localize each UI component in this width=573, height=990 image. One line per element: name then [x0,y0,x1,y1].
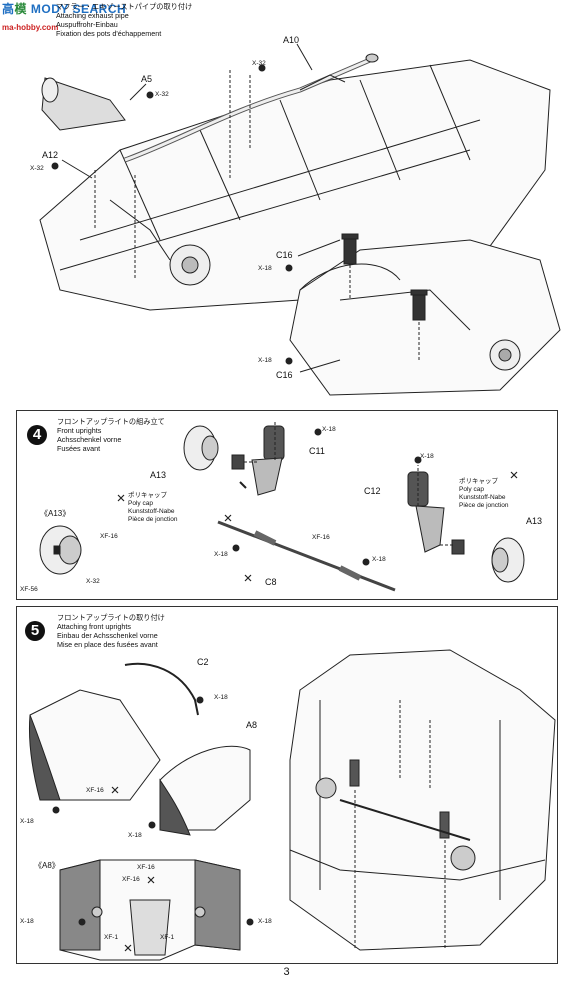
label-a13-left: A13 [150,470,167,480]
step3-title-de: Auspuffrohr-Einbau [56,20,118,29]
paint-xf1-right: XF-1 [160,934,175,941]
polycap-note-right: ポリキャップ Poly cap Kunststoff-Nabe Pièce de… [459,478,509,510]
label-c12: C12 [364,486,381,496]
step3-title: マフラー・エキゾーストパイプの取り付け Attaching exhaust pi… [56,2,192,38]
paint-xf16-tierod: XF-16 [312,534,330,541]
screw-x18-c12: X-18 [420,453,434,460]
watermark-site: ma-hobby.com [2,23,59,32]
screw-x32-a5: X-32 [155,91,169,98]
screw-x18-fender-right: X-18 [128,832,142,839]
label-a10: A10 [283,35,300,45]
label-a13-right: A13 [526,516,543,526]
paint-xf1-left: XF-1 [104,934,119,941]
screw-x18-inset-left: X-18 [20,918,34,925]
step4-title-jp: フロントアップライトの組み立て [57,417,165,426]
label-a13-inset: 《A13》 [40,509,71,518]
screw-x18-c16-upper: X-18 [258,265,272,272]
polycap-de: Kunststoff-Nabe [459,494,506,501]
step5-title-fr: Mise en place des fusées avant [57,640,158,649]
screw-x32-a13: X-32 [86,578,100,585]
polycap-jp: ポリキャップ [128,492,167,499]
paint-xf16-inset: XF-16 [122,876,140,883]
step5-title-en: Attaching front uprights [57,622,131,631]
polycap-jp: ポリキャップ [459,478,498,485]
step5-title-de: Einbau der Achsschenkel vorne [57,631,158,640]
paint-xf16-fender: XF-16 [86,787,104,794]
screw-x18-c2: X-18 [214,694,228,701]
label-a5: A5 [141,74,153,84]
screw-x32-top: X-32 [252,60,266,67]
step4-title: フロントアップライトの組み立て Front uprights Achsschen… [57,417,165,453]
label-a8-inset: 《A8》 [34,861,60,870]
polycap-note-left: ポリキャップ Poly cap Kunststoff-Nabe Pièce de… [128,492,178,524]
screw-x18-inset-right: X-18 [258,918,272,925]
step3-title-en: Attaching exhaust pipe [56,11,129,20]
step4-title-fr: Fusées avant [57,444,101,453]
screw-x18-c11: X-18 [322,426,336,433]
paint-xf16-inset-top: XF-16 [137,864,155,871]
paint-xf16-a13: XF-16 [100,533,118,540]
label-c16-upper: C16 [276,250,293,260]
step4-box: 4 フロントアップライトの組み立て Front uprights Achssch… [16,410,558,600]
screw-x32-a12: X-32 [30,165,44,172]
screw-x18-tierod-right: X-18 [372,556,386,563]
step3-title-fr: Fixation des pots d'échappement [56,29,162,38]
watermark-prefix: 高 [2,2,15,16]
step5-title-jp: フロントアップライトの取り付け [57,613,165,622]
step4-title-de: Achsschenkel vorne [57,435,122,444]
step4-title-en: Front uprights [57,426,102,435]
polycap-en: Poly cap [459,486,484,493]
polycap-fr: Pièce de jonction [128,516,178,523]
label-a12: A12 [42,150,59,160]
screw-x18-fender-left: X-18 [20,818,34,825]
page-number: 3 [283,966,290,978]
label-c16-lower: C16 [276,370,293,380]
watermark: 高模 MODY SEARCH [2,0,126,17]
screw-x18-tierod-left: X-18 [214,551,228,558]
watermark-text: MODY SEARCH [30,2,127,16]
label-c11: C11 [309,446,325,456]
polycap-de: Kunststoff-Nabe [128,508,175,515]
label-a8: A8 [246,720,258,730]
polycap-en: Poly cap [128,500,153,507]
label-c2: C2 [197,657,209,667]
step4-illustration [39,420,525,592]
step3-title-jp: マフラー・エキゾーストパイプの取り付け [56,2,193,11]
label-c8: C8 [265,577,277,587]
step4-number: 4 [27,425,47,445]
polycap-fr: Pièce de jonction [459,502,509,509]
step5-number: 5 [25,621,45,641]
paint-xf56: XF-56 [20,586,38,593]
step3-illustration [39,43,561,396]
step5-title: フロントアップライトの取り付け Attaching front uprights… [57,613,165,649]
watermark-logo: 模 [14,2,28,16]
screw-x18-c16-lower: X-18 [258,357,272,364]
